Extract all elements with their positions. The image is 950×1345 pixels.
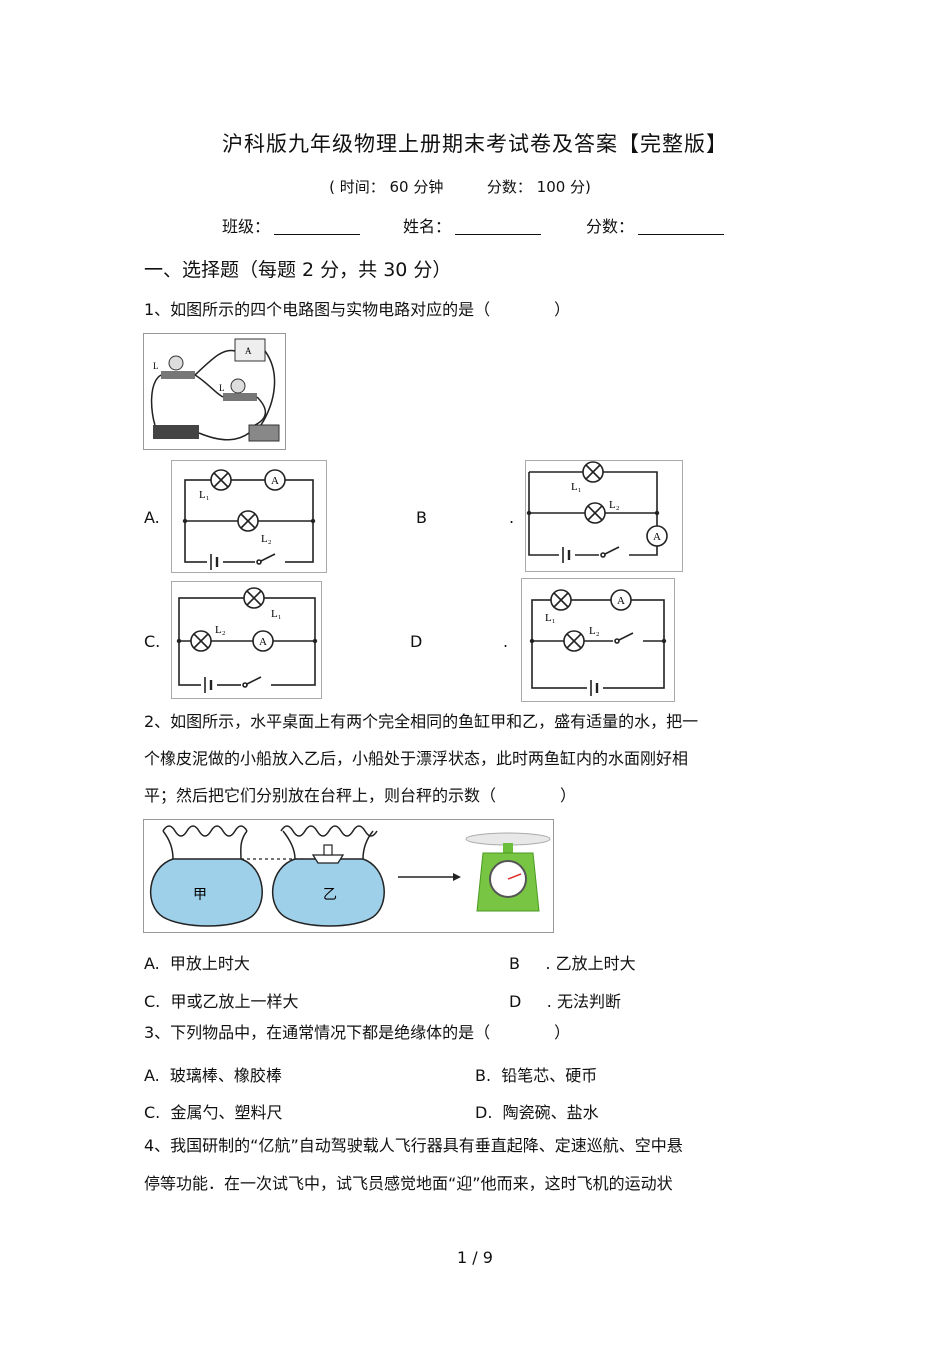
class-label: 班级：: [222, 217, 271, 236]
lamp-label: L₂: [589, 625, 600, 637]
section-heading: 一、选择题（每题 2 分，共 30 分）: [144, 259, 452, 281]
option-c-label: C.: [144, 632, 161, 651]
ammeter-symbol: A: [271, 475, 279, 487]
exam-meta: ( 时间： 60 分钟 分数： 100 分): [0, 176, 920, 197]
question-2-line2: 个橡皮泥做的小船放入乙后，小船处于漂浮状态，此时两鱼缸内的水面刚好相: [144, 749, 689, 768]
question-4-line1: 4、我国研制的“亿航”自动驾驶载人飞行器具有垂直起降、定速巡航、空中悬: [144, 1136, 683, 1155]
lamp-label: L₂: [609, 499, 620, 511]
circuit-diagram-a: A L₁ L₂: [171, 460, 327, 573]
question-2-line3: 平；然后把它们分别放在台秤上，则台秤的示数（ ）: [144, 786, 577, 805]
svg-text:L: L: [219, 383, 225, 393]
circuit-diagram-b: A L₁ L₂: [525, 460, 683, 572]
svg-text:A: A: [245, 346, 252, 356]
name-field: 姓名：: [403, 213, 542, 237]
circuit-diagram-c: A L₁ L₂: [171, 581, 322, 699]
svg-text:L: L: [153, 361, 159, 371]
question-3-text: 3、下列物品中，在通常情况下都是绝缘体的是（ ）: [144, 1023, 571, 1042]
q3-option-c: C. 金属勺、塑料尺: [144, 1103, 283, 1122]
option-b-label: B: [416, 508, 427, 527]
question-4-line2: 停等功能．在一次试飞中，试飞员感觉地面“迎”他而来，这时飞机的运动状: [144, 1174, 673, 1193]
ammeter-symbol: A: [617, 595, 625, 607]
tank-b-label: 乙: [323, 887, 337, 903]
ammeter-symbol: A: [259, 636, 267, 648]
q2-option-c: C. 甲或乙放上一样大: [144, 992, 299, 1011]
q3-option-b: B. 铅笔芯、硬币: [475, 1066, 598, 1085]
option-d-label: D: [410, 632, 423, 651]
lamp-label: L₁: [271, 608, 282, 620]
ammeter-symbol: A: [653, 531, 661, 543]
page-number: 1 / 9: [457, 1248, 493, 1267]
score-blank: [638, 218, 725, 235]
q2-option-b: B . 乙放上时大: [509, 954, 636, 973]
question-1-text: 1、如图所示的四个电路图与实物电路对应的是（ ）: [144, 300, 571, 319]
q2-option-d: D . 无法判断: [509, 992, 621, 1011]
q3-option-a: A. 玻璃棒、橡胶棒: [144, 1066, 282, 1085]
name-label: 姓名：: [403, 217, 452, 236]
score-field: 分数：: [586, 213, 725, 237]
lamp-label: L₂: [261, 533, 272, 545]
fish-tank-figure: 甲 乙: [143, 819, 554, 933]
lamp-label: L₁: [571, 481, 582, 493]
circuit-diagram-d: A L₁ L₂: [521, 578, 675, 702]
time-limit: ( 时间： 60 分钟: [329, 178, 444, 196]
class-field: 班级：: [222, 213, 361, 237]
option-a-label: A.: [144, 508, 160, 527]
q3-option-d: D. 陶瓷碗、盐水: [475, 1103, 599, 1122]
q2-option-a: A. 甲放上时大: [144, 954, 250, 973]
option-b-dot: .: [509, 508, 515, 527]
lamp-label: L₁: [545, 612, 556, 624]
name-blank: [455, 218, 542, 235]
question-2-line1: 2、如图所示，水平桌面上有两个完全相同的鱼缸甲和乙，盛有适量的水，把一: [144, 712, 699, 731]
score-label: 分数：: [586, 217, 635, 236]
lamp-label: L₂: [215, 624, 226, 636]
class-blank: [274, 218, 361, 235]
total-score: 分数： 100 分): [486, 178, 591, 196]
physical-circuit-figure: L A L: [143, 333, 286, 450]
tank-a-label: 甲: [193, 887, 207, 903]
page-title: 沪科版九年级物理上册期末考试卷及答案【完整版】: [222, 132, 728, 156]
option-d-dot: .: [503, 632, 509, 651]
lamp-label: L₁: [199, 489, 210, 501]
